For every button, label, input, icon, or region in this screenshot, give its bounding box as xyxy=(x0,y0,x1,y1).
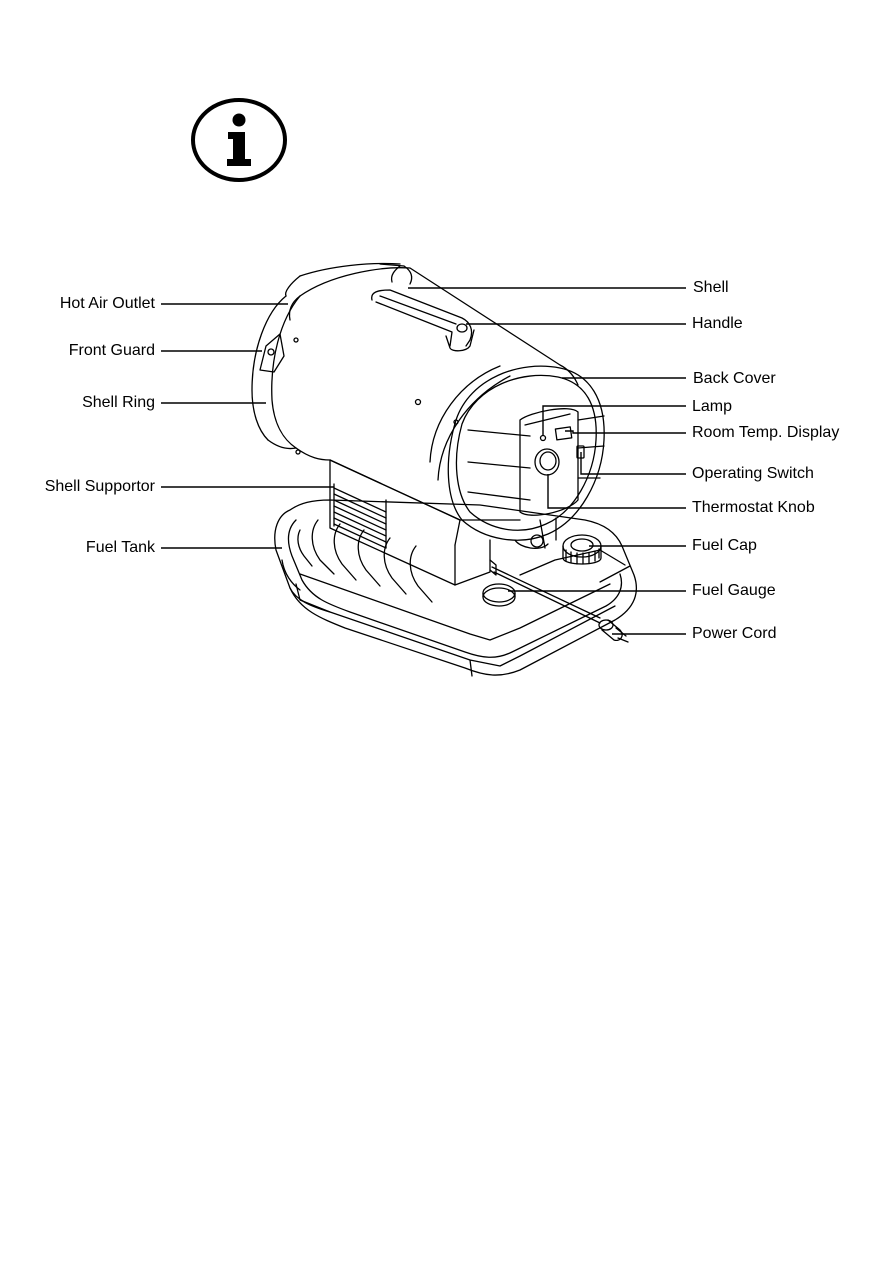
power-cord-drawing xyxy=(491,566,629,643)
label-handle: Handle xyxy=(692,315,743,332)
label-fuel-tank: Fuel Tank xyxy=(85,539,155,556)
fuel-tank-drawing xyxy=(274,499,638,677)
label-back-cover: Back Cover xyxy=(693,370,776,387)
label-power-cord: Power Cord xyxy=(692,625,777,642)
back-cover-drawing xyxy=(429,365,605,541)
fuel-cap-drawing xyxy=(562,534,602,565)
label-room-temp-display: Room Temp. Display xyxy=(692,424,840,441)
label-shell-supportor: Shell Supportor xyxy=(44,478,155,495)
control-panel-drawing xyxy=(534,426,585,476)
fuel-gauge-drawing xyxy=(482,583,516,607)
leader-operating-switch xyxy=(580,452,686,475)
shell-drawing xyxy=(251,262,579,521)
label-lamp: Lamp xyxy=(692,398,733,415)
label-fuel-cap: Fuel Cap xyxy=(692,537,757,554)
label-operating-switch: Operating Switch xyxy=(692,465,814,482)
label-shell: Shell xyxy=(693,279,729,296)
label-front-guard: Front Guard xyxy=(68,342,155,359)
leader-lines xyxy=(161,287,686,635)
label-shell-ring: Shell Ring xyxy=(82,394,155,411)
leader-room-temp-display xyxy=(565,430,686,434)
label-fuel-gauge: Fuel Gauge xyxy=(692,582,776,599)
label-hot-air-outlet: Hot Air Outlet xyxy=(59,295,155,312)
info-icon xyxy=(191,98,287,182)
leader-lamp xyxy=(542,405,686,436)
label-thermostat-knob: Thermostat Knob xyxy=(692,499,815,516)
leader-thermostat-knob xyxy=(547,474,686,509)
handle-drawing xyxy=(371,289,475,352)
